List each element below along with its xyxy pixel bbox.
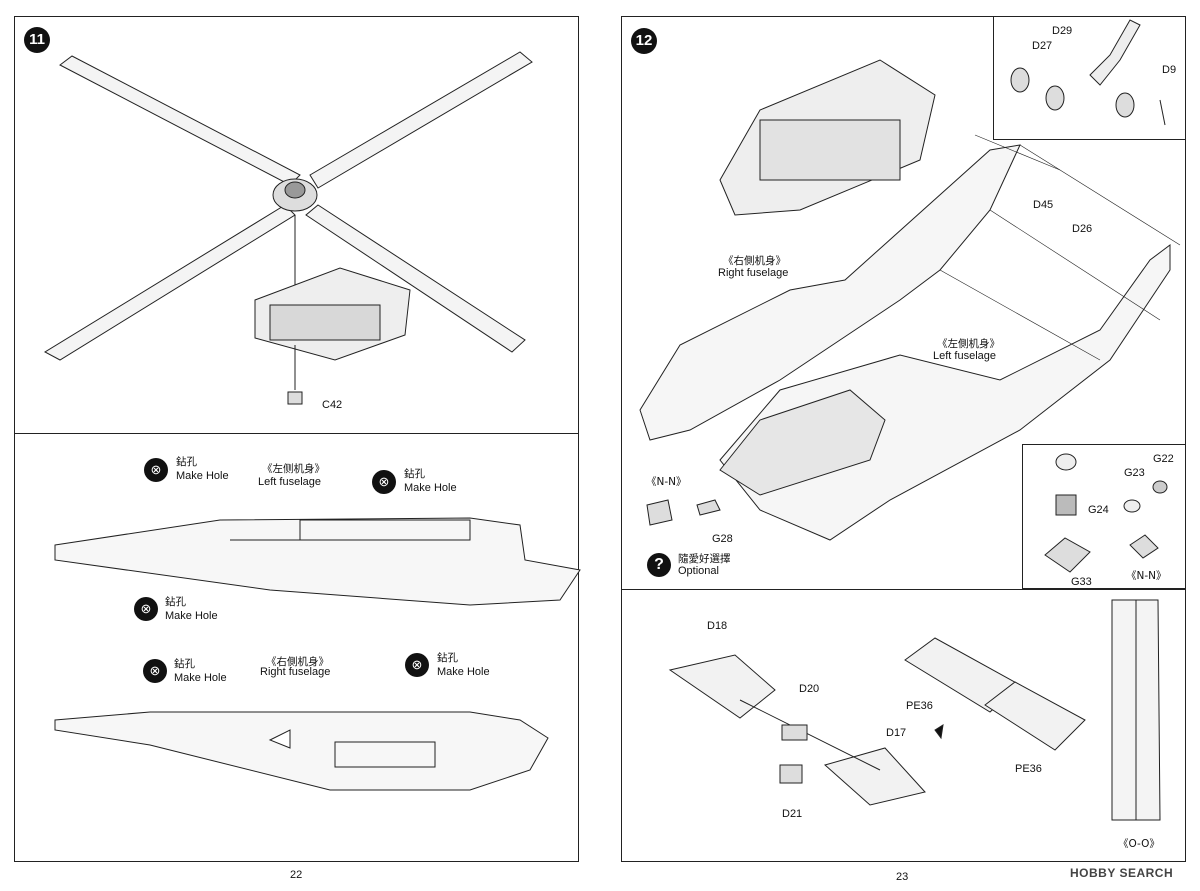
part-label-d21: D21 [782, 808, 803, 820]
make-hole-en: Make Hole [176, 470, 229, 482]
make-hole-en: Make Hole [404, 482, 457, 494]
optional-icon: ? [647, 553, 671, 577]
part-label-g28: G28 [712, 533, 733, 545]
cockpit-upper [719, 59, 936, 216]
transmission [254, 267, 411, 405]
page-number-left: 22 [290, 869, 303, 881]
stabilizer-right [904, 637, 1086, 751]
left-fuselage-12 [719, 244, 1171, 541]
part-label-d17: D17 [886, 727, 907, 739]
part-label-d20: D20 [799, 683, 820, 695]
right-fuselage-drawing [54, 711, 549, 791]
part-label-c42: C42 [322, 399, 343, 411]
right-page-frame [621, 16, 1186, 862]
part-label-pe36: PE36 [1015, 763, 1042, 775]
rotor-blades [43, 51, 533, 361]
right-step-divider [621, 589, 1186, 590]
part-label-d29: D29 [1052, 25, 1073, 37]
watermark: HOBBY SEARCH [1070, 866, 1174, 880]
make-hole-cn: 鉆孔 [176, 456, 197, 468]
part-label-g33: G33 [1071, 576, 1092, 588]
left-fuselage-12-cn: 《左側机身》 [937, 338, 1000, 350]
optional-en: Optional [678, 565, 719, 577]
right-fuselage-12-cn: 《右側机身》 [723, 255, 786, 267]
nn-view-label: 《N-N》 [646, 476, 687, 488]
drill-icon: ⊗ [144, 458, 168, 482]
inset-n-view [1022, 444, 1186, 589]
drill-icon: ⊗ [372, 470, 396, 494]
part-label-g24: G24 [1088, 504, 1109, 516]
oo-view-label: 《O-O》 [1118, 838, 1160, 850]
make-hole-cn: 鉆孔 [437, 652, 458, 664]
part-label-g23: G23 [1124, 467, 1145, 479]
part-label-g22: G22 [1153, 453, 1174, 465]
rotor-hub [272, 178, 318, 300]
left-fuselage-12-en: Left fuselage [933, 350, 996, 362]
step-number-12: 12 [631, 28, 657, 54]
part-label-pe36: PE36 [906, 700, 933, 712]
step-number-11: 11 [24, 27, 50, 53]
part-label-d27: D27 [1032, 40, 1053, 52]
page-number-right: 23 [896, 871, 909, 883]
right-fuselage-12-en: Right fuselage [718, 267, 789, 279]
left-page-frame [14, 16, 579, 862]
drill-icon: ⊗ [134, 597, 158, 621]
optional-cn: 隨愛好選擇 [678, 553, 731, 565]
make-hole-en: Make Hole [165, 610, 218, 622]
part-label-d9: D9 [1162, 64, 1177, 76]
oo-view-drawing [1111, 599, 1161, 821]
stabilizer-left [668, 654, 926, 806]
n-view-parts-drawing [646, 453, 1168, 573]
part-label-d45: D45 [1033, 199, 1054, 211]
d-parts-drawing [1010, 19, 1166, 126]
part-label-d18: D18 [707, 620, 728, 632]
left-fuselage-title-cn: 《左侧机身》 [262, 463, 325, 475]
nn-inset-label: 《N-N》 [1126, 570, 1167, 582]
left-step-divider [14, 433, 579, 434]
drill-icon: ⊗ [405, 653, 429, 677]
make-hole-cn: 鉆孔 [174, 658, 195, 670]
right-fuselage-title-en: Right fuselage [260, 666, 331, 678]
guide-lines [939, 134, 1181, 361]
left-fuselage-title-en: Left fuselage [258, 476, 321, 488]
left-fuselage-drawing [54, 517, 581, 606]
right-fuselage-title-cn: 《右側机身》 [266, 656, 329, 668]
make-hole-en: Make Hole [437, 666, 490, 678]
make-hole-cn: 鉆孔 [165, 596, 186, 608]
drill-icon: ⊗ [143, 659, 167, 683]
part-label-d26: D26 [1072, 223, 1093, 235]
make-hole-en: Make Hole [174, 672, 227, 684]
make-hole-cn: 鉆孔 [404, 468, 425, 480]
